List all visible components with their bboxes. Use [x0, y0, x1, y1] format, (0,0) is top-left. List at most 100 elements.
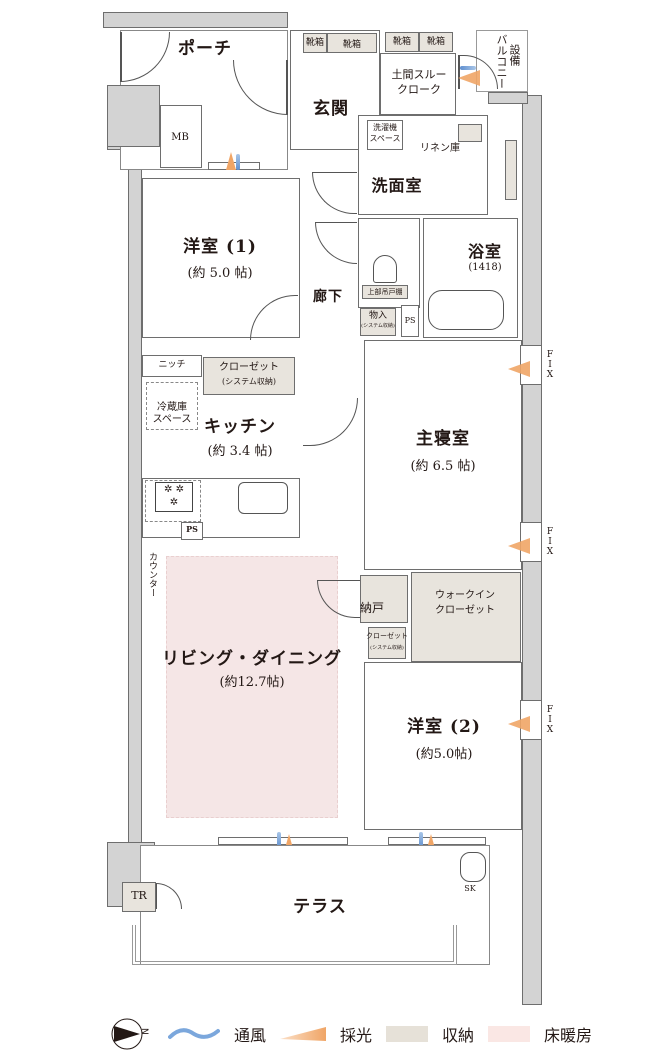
toilet-upper-shelf: [362, 285, 408, 299]
wic-label-1: ウォークイン: [435, 590, 495, 601]
closet1-label: クローゼット: [219, 362, 279, 373]
washer-label-1: 洗濯機: [373, 123, 397, 132]
floor-heating-area: [166, 556, 338, 818]
legend-storage: 収納: [386, 1022, 474, 1046]
kitchen-counter: [142, 478, 300, 538]
storage-label: 物入: [368, 311, 388, 321]
western1-label: 洋室 (1): [183, 237, 257, 257]
terrace-window-1[interactable]: [218, 837, 348, 845]
washroom-label: 洗面室: [371, 176, 423, 195]
western2-label: 洋室 (2): [407, 717, 481, 737]
floor-heating-swatch-icon: [488, 1026, 531, 1042]
nando: [360, 575, 408, 623]
closet2-sub: (システム収納): [370, 645, 404, 651]
storage-cabinet: [360, 308, 396, 336]
light-icon-balcony: [458, 70, 480, 86]
stove-area: [145, 480, 201, 522]
sk-label: SK: [464, 884, 476, 893]
closet-1: [203, 357, 295, 395]
bath-size: (1418): [468, 262, 502, 273]
light-icon-western1: [226, 152, 236, 170]
shoe-box-3: [385, 32, 419, 52]
washer-label-2: スペース: [369, 134, 401, 143]
stove-icon: ✲ ✲✲: [155, 482, 193, 512]
fix-label-3: FIX: [546, 705, 554, 735]
kitchen-label: キッチン: [204, 417, 276, 437]
compass: N: [110, 1017, 154, 1051]
linen-storage: [458, 124, 482, 142]
kitchen-size: (約 3.4 帖): [207, 444, 273, 459]
bath-label: 浴室: [467, 242, 503, 261]
legend-floor-heating-label: 床暖房: [544, 1026, 593, 1045]
wind-icon: [168, 1028, 220, 1039]
washer-space: [367, 120, 403, 150]
genkan-label: 玄関: [313, 99, 349, 119]
tr-label: TR: [131, 889, 147, 902]
living-label: リビング・ダイニング: [162, 649, 342, 669]
closet-2: [368, 627, 406, 659]
wic-label-2: クローゼット: [435, 605, 495, 616]
closet1-sub: (システム収納): [221, 377, 277, 386]
doma-closet: [380, 53, 456, 115]
corridor-label: 廊下: [313, 289, 343, 305]
compass-icon: N: [111, 1018, 149, 1050]
master-bedroom: [364, 340, 522, 570]
wall-top: [103, 12, 288, 28]
wind-icon-terrace-2: [419, 832, 423, 848]
fix-label-1: FIX: [546, 350, 554, 380]
corridor-door-2[interactable]: [315, 222, 357, 264]
western2-size: (約5.0帖): [415, 747, 473, 762]
terrace-railing: [132, 925, 457, 965]
walk-in-closet: [411, 572, 521, 662]
fix-label-2: FIX: [546, 527, 554, 557]
western1-size: (約 5.0 帖): [187, 266, 253, 281]
closet2-label: クローゼット: [366, 632, 408, 640]
legend-wind: 通風: [168, 1022, 266, 1046]
sink-icon: [238, 482, 288, 514]
light-icon-fix-3: [508, 716, 530, 732]
slop-sink-icon: [460, 852, 486, 882]
terrace-window-2[interactable]: [388, 837, 486, 845]
legend-floor-heating: 床暖房: [488, 1022, 592, 1046]
equipment-label: 設備: [508, 44, 521, 66]
mb-box: [160, 105, 202, 168]
light-icon-fix-1: [508, 361, 530, 377]
shoe-box-2-label: 靴箱: [342, 40, 362, 50]
corridor-door-1[interactable]: [312, 172, 357, 214]
ps-label-1: PS: [404, 316, 416, 325]
western-room-2: [364, 662, 522, 830]
wind-icon-terrace-1: [277, 832, 281, 848]
shoe-box-3-label: 靴箱: [392, 37, 412, 47]
terrace-label: テラス: [293, 897, 347, 917]
bathtub-icon: [428, 290, 504, 330]
ps-label-2: PS: [186, 524, 198, 534]
terrace: [140, 845, 490, 965]
master-size: (約 6.5 帖): [410, 459, 476, 474]
shoe-box-1: [303, 33, 327, 53]
legend-storage-label: 収納: [442, 1026, 475, 1045]
legend-wind-label: 通風: [234, 1026, 267, 1045]
linen-label: リネン庫: [420, 143, 460, 154]
counter-label: カウンター: [147, 552, 157, 597]
wall-top-right: [488, 92, 528, 104]
svg-text:N: N: [139, 1028, 149, 1035]
storage-swatch-icon: [386, 1026, 429, 1042]
toilet-icon: [373, 255, 397, 283]
nando-label: 納戸: [359, 601, 385, 615]
legend: N 通風 採光 収納 床暖房: [110, 1017, 592, 1051]
doma-closet-label-1: 土間スルー: [391, 68, 447, 81]
fridge-label-2: スペース: [152, 414, 192, 425]
kitchen-door[interactable]: [303, 398, 358, 446]
fridge-space: [146, 382, 198, 430]
doma-closet-label-2: クローク: [397, 83, 441, 96]
toilet-shelf-label: 上部吊戸棚: [367, 288, 403, 296]
storage-sub: (システム収納): [361, 323, 395, 329]
washbasin-counter: [505, 140, 517, 200]
mb-label: MB: [171, 132, 189, 143]
balcony-label: バルコニー: [495, 34, 508, 89]
living-size: (約12.7帖): [219, 675, 285, 690]
light-icon: [280, 1027, 327, 1041]
light-icon-fix-2: [508, 538, 530, 554]
trunk-room: [122, 882, 156, 912]
ps-box-2: [181, 522, 203, 540]
